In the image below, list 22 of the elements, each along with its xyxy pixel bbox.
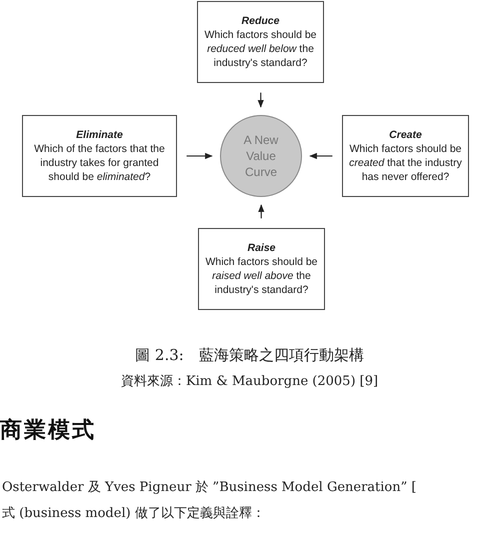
box-heading: Reduce <box>242 14 280 28</box>
box-heading: Create <box>389 128 422 142</box>
arrow <box>309 152 332 160</box>
box-heading: Eliminate <box>76 128 123 142</box>
section-heading: 商業模式 <box>0 416 96 445</box>
box-question: Which of the factors that the industry takes for granted should be eliminated? <box>33 142 166 184</box>
action-box <box>198 228 325 310</box>
arrow <box>258 92 264 108</box>
circle-label: A New Value Curve <box>242 132 280 180</box>
action-box <box>197 1 324 83</box>
box-question: Which factors should be reduced well below the industry's standard? <box>203 28 318 70</box>
box-question: Which factors should be raised well above the industry's standard? <box>204 254 319 298</box>
action-box <box>342 115 469 197</box>
source-note: 資料來源：Kim & Mauborgne (2005) [9] <box>120 373 380 390</box>
box-question: Which factors should be created that the industry has never offered? <box>348 142 463 184</box>
arrow <box>258 204 264 218</box>
figure-caption: 圖 2.3: 藍海策略之四項行動架構 <box>134 346 365 365</box>
paragraph-line: Osterwalder 及 Yves Pigneur 於 ”Business Model Generation” [ <box>2 479 416 496</box>
box-heading: Raise <box>247 240 276 255</box>
action-box <box>22 115 177 197</box>
arrow <box>186 152 213 160</box>
paragraph-line: 式 (business model) 做了以下定義與詮釋： <box>2 505 265 522</box>
